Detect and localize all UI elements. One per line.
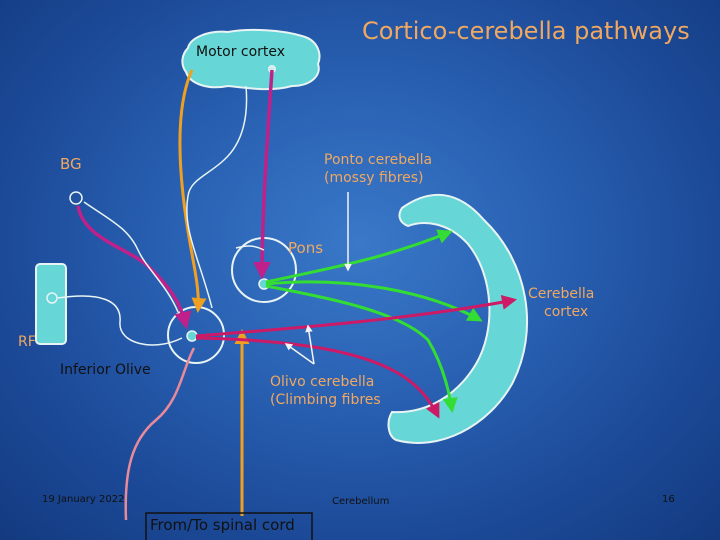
bg-neuron: [69, 191, 83, 205]
olivo-pointer-1: [284, 343, 315, 365]
olivo-label-line1: Olivo cerebella: [270, 374, 375, 390]
cerebella-label-line2: cortex: [544, 304, 589, 320]
bg-descending-fibre: [83, 201, 179, 313]
mossy-fibre-1: [265, 229, 453, 284]
motor-cortex-descending-fibre: [186, 85, 248, 309]
bg-olive-fibre: [76, 205, 192, 330]
cerebella-label-line1: Cerebella: [528, 286, 595, 302]
olivo-label-line2: (Climbing fibres: [270, 392, 381, 408]
spinal-cord-box: [145, 512, 313, 540]
mossy-fibre-3: [265, 284, 458, 413]
climbing-fibre-2: [195, 336, 440, 419]
ponto-label-line2: (mossy fibres): [324, 170, 424, 186]
rf-structure: [35, 263, 67, 345]
mossy-fibre-2: [265, 280, 483, 322]
slide-footer: Cerebellum: [332, 496, 390, 507]
pons-label: Pons: [288, 239, 324, 257]
rf-label: RF: [18, 334, 36, 350]
ponto-label-line1: Ponto cerebella: [324, 152, 433, 168]
slide-page-number: 16: [662, 494, 675, 505]
olivo-pointer-2: [305, 324, 315, 365]
slide-title: Cortico-cerebella pathways: [362, 17, 690, 45]
rf-neuron: [46, 292, 58, 304]
corticopontine-fibre: [253, 69, 274, 280]
inferior-olive-label: Inferior Olive: [60, 362, 151, 378]
olive-input-fibre: [124, 347, 196, 521]
olive-neuron: [186, 330, 198, 342]
motor-cortex-label: Motor cortex: [196, 44, 286, 60]
bg-label: BG: [60, 155, 82, 173]
motor-olive-fibre: [178, 69, 207, 313]
climbing-fibre-1: [195, 294, 517, 338]
cerebella-cortex-shape: [387, 193, 529, 444]
pons-branch-fibre: [235, 245, 265, 251]
slide-date: 19 January 2022: [42, 494, 125, 505]
spinal-cord-label: From/To spinal cord: [150, 516, 295, 534]
rf-olive-fibre: [57, 295, 183, 346]
